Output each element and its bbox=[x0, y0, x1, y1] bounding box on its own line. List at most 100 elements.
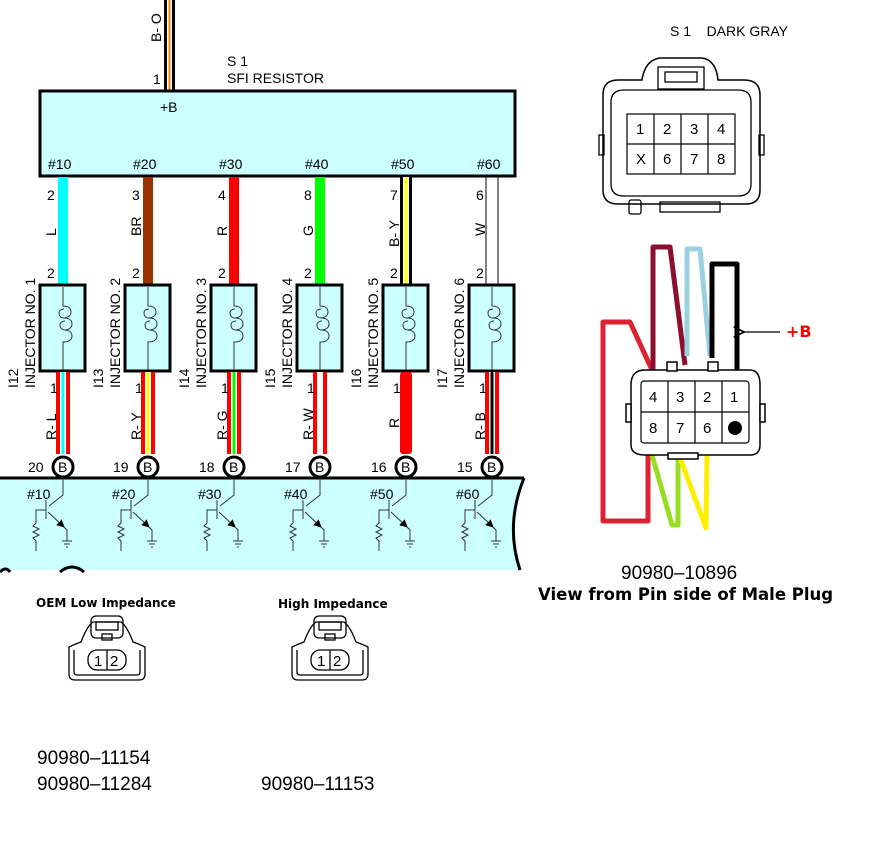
injector-bottom-pin: 1 bbox=[393, 380, 401, 396]
injector-id: I12 bbox=[5, 368, 21, 388]
ecu-pin-number: 17 bbox=[285, 459, 301, 475]
connector-latch bbox=[313, 615, 347, 639]
driver-label: #40 bbox=[284, 486, 308, 502]
bottom-wire-code: R- W bbox=[300, 407, 316, 440]
collector-line bbox=[48, 477, 64, 507]
ecu-pin-number: 20 bbox=[28, 459, 44, 475]
connector-pin: 1 bbox=[317, 653, 325, 670]
resistor-supply-label: +B bbox=[160, 99, 178, 115]
ecu-pin-number: 15 bbox=[457, 459, 473, 475]
driver-transistor-2: #20 bbox=[112, 477, 157, 551]
ecu-block bbox=[0, 478, 524, 570]
resistor-pin: 6 bbox=[476, 187, 484, 203]
bottom-wire bbox=[400, 372, 412, 454]
male-plug-pin: 4 bbox=[649, 389, 657, 406]
top-wire bbox=[58, 177, 68, 286]
wire-pin4 bbox=[600, 319, 655, 524]
bottom-wire-code: R- B bbox=[472, 412, 488, 440]
top-wire bbox=[229, 177, 239, 286]
high-impedance-title: High Impedance bbox=[278, 597, 388, 611]
s1-pin: 8 bbox=[717, 151, 725, 168]
top-wire bbox=[143, 177, 153, 286]
top-wire-code: W bbox=[472, 222, 488, 236]
injector-bottom-pin: 1 bbox=[50, 380, 58, 396]
supply-wire-pin: 1 bbox=[153, 71, 161, 87]
collector-line bbox=[305, 477, 321, 507]
resistor-terminal-label: #50 bbox=[391, 156, 415, 172]
s1-pin: 3 bbox=[690, 121, 698, 138]
high-impedance-part-number: 90980–11153 bbox=[261, 774, 374, 795]
ecu-terminal-label: B bbox=[229, 459, 238, 475]
injector-id: I17 bbox=[434, 368, 450, 388]
injector-id: I13 bbox=[90, 368, 106, 388]
driver-label: #50 bbox=[370, 486, 394, 502]
male-plug-pin: 8 bbox=[649, 420, 657, 437]
coil-icon bbox=[315, 287, 330, 370]
ground-icon bbox=[405, 526, 415, 548]
injector-name: INJECTOR NO. 2 bbox=[107, 278, 123, 388]
sfi-resistor-box bbox=[38, 89, 517, 178]
injector-top-pin: 2 bbox=[390, 265, 398, 281]
coil-icon bbox=[229, 287, 244, 370]
coil-icon bbox=[143, 287, 158, 370]
resistor-pin: 8 bbox=[304, 187, 312, 203]
low-impedance-part-number-1: 90980–11154 bbox=[37, 748, 151, 769]
coil-icon bbox=[58, 287, 73, 370]
resistor-icon bbox=[288, 509, 303, 551]
injector-id: I14 bbox=[176, 368, 192, 388]
injector-bottom-pin: 1 bbox=[221, 380, 229, 396]
wire-pin1 bbox=[709, 261, 740, 370]
ground-icon bbox=[62, 526, 72, 548]
resistor-icon bbox=[116, 509, 131, 551]
s1-pin: 6 bbox=[663, 151, 671, 168]
male-plug-part-number: 90980–10896 bbox=[621, 563, 737, 584]
ecu-terminal-label: B bbox=[315, 459, 324, 475]
top-wire-code: R bbox=[214, 226, 230, 236]
injector-name: INJECTOR NO. 6 bbox=[451, 278, 467, 388]
male-plug-wires bbox=[600, 244, 740, 531]
collector-line bbox=[133, 477, 149, 507]
supply-wire bbox=[164, 0, 175, 91]
ground-icon bbox=[319, 526, 329, 548]
emitter-arrow bbox=[476, 511, 494, 528]
injector-bottom-pin: 1 bbox=[307, 380, 315, 396]
plus-b-label: +B bbox=[786, 322, 812, 341]
injector-bottom-pin: 1 bbox=[479, 380, 487, 396]
connector-housing bbox=[68, 621, 146, 681]
supply-wire-code: B- O bbox=[148, 13, 164, 42]
wire-pin3 bbox=[650, 244, 688, 370]
collector-line bbox=[219, 477, 235, 507]
collector-line bbox=[391, 477, 407, 507]
blocked-pin-dot bbox=[728, 421, 742, 435]
injector-name: INJECTOR NO. 1 bbox=[22, 278, 38, 388]
male-plug-pin: 2 bbox=[703, 389, 711, 406]
resistor-terminal-label: #20 bbox=[133, 156, 157, 172]
resistor-name: SFI RESISTOR bbox=[227, 70, 324, 86]
wire-pin8 bbox=[649, 454, 681, 528]
resistor-icon bbox=[460, 509, 475, 551]
male-plug-caption: View from Pin side of Male Plug bbox=[538, 585, 833, 604]
injector-name: INJECTOR NO. 3 bbox=[193, 278, 209, 388]
ecu-pin-number: 18 bbox=[199, 459, 215, 475]
emitter-arrow bbox=[390, 511, 408, 528]
s1-connector-housing bbox=[598, 57, 765, 215]
s1-pin: 7 bbox=[690, 151, 698, 168]
ecu-pin-number: 19 bbox=[113, 459, 129, 475]
driver-label: #10 bbox=[27, 486, 51, 502]
injector-id: I16 bbox=[348, 368, 364, 388]
connector-pin: 2 bbox=[110, 653, 118, 670]
top-wire-code: B- Y bbox=[386, 219, 402, 247]
male-plug-pin: 6 bbox=[703, 420, 711, 437]
ground-icon bbox=[233, 526, 243, 548]
emitter-arrow bbox=[218, 511, 236, 528]
ground-icon bbox=[147, 526, 157, 548]
ground-icon bbox=[491, 526, 501, 548]
top-wire-code: L bbox=[43, 228, 59, 236]
wire-pin2 bbox=[684, 246, 713, 357]
injector-top-pin: 2 bbox=[476, 265, 484, 281]
injector-name: INJECTOR NO. 5 bbox=[365, 278, 381, 388]
